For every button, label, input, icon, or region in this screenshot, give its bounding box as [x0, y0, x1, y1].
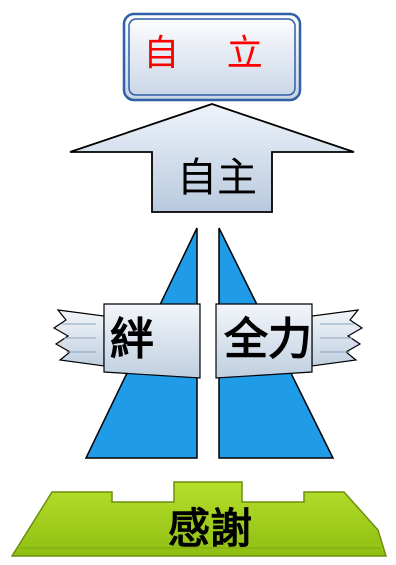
arrow-label: 自主	[177, 155, 257, 201]
top-box	[122, 12, 302, 102]
base-platform	[10, 481, 388, 557]
wing-right-label: 全力	[224, 314, 312, 365]
pyramid-gap	[201, 226, 215, 462]
base-label: 感謝	[167, 504, 252, 553]
up-arrow	[69, 103, 355, 213]
top-label: 自 立	[143, 33, 281, 74]
wing-left-label: 絆	[110, 314, 154, 365]
wing-right	[215, 303, 364, 379]
wing-left	[52, 303, 201, 379]
